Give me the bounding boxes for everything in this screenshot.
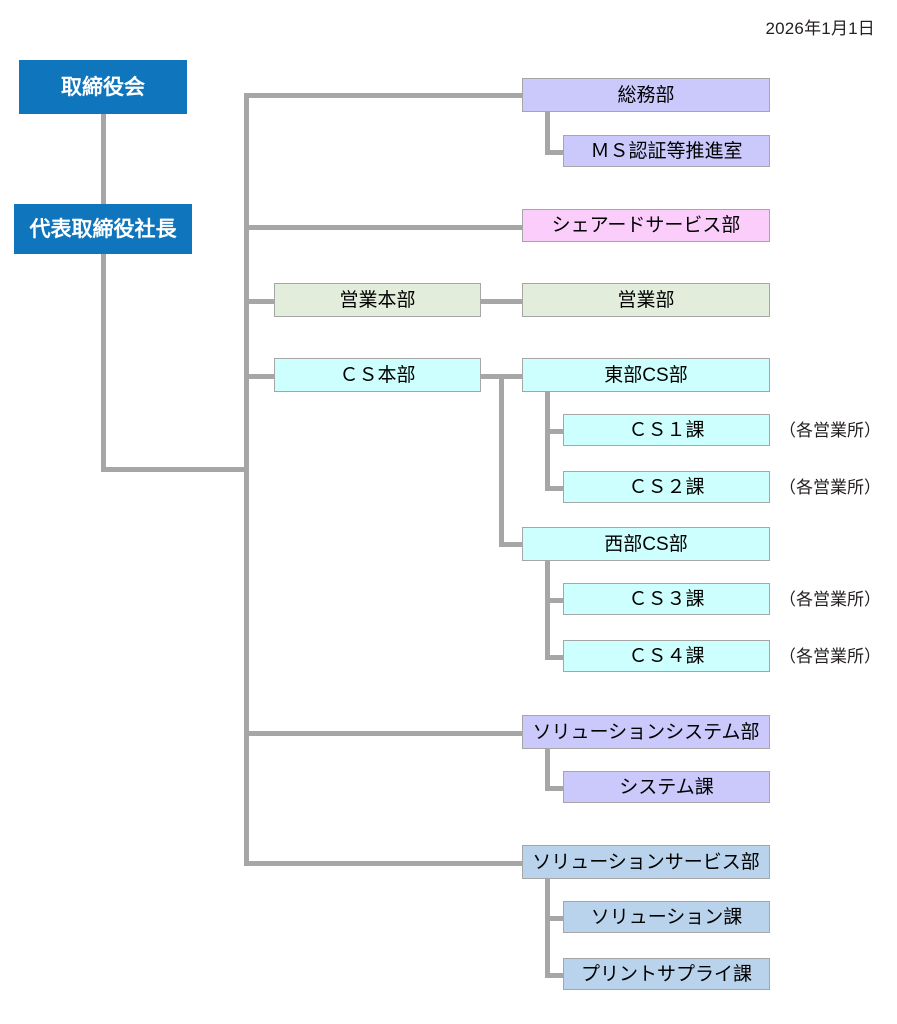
connector-cs-east (499, 374, 526, 379)
node-ms-certification[interactable]: ＭＳ認証等推進室 (563, 135, 770, 167)
node-president[interactable]: 代表取締役社長 (14, 204, 192, 254)
connector-cs-hq-out (478, 374, 504, 379)
connector-trunk-general-affairs (244, 93, 526, 98)
connector-ga-ms-h (545, 150, 567, 155)
connector-trunk-solution-service (244, 861, 526, 866)
annotation-cs4: （各営業所） (779, 647, 881, 666)
node-sales-hq[interactable]: 営業本部 (274, 283, 481, 317)
connector-east-cs2 (545, 486, 567, 491)
connector-trunk-cs-hq (244, 374, 282, 379)
node-shared-service[interactable]: シェアードサービス部 (522, 209, 770, 242)
annotation-cs3: （各営業所） (779, 590, 881, 609)
solution-service-trunk (545, 879, 550, 977)
chart-date: 2026年1月1日 (765, 19, 875, 38)
main-trunk (244, 93, 249, 866)
east-cs-trunk (545, 392, 550, 490)
node-solution-system[interactable]: ソリューションシステム部 (522, 715, 770, 749)
node-west-cs[interactable]: 西部CS部 (522, 527, 770, 561)
node-system-section[interactable]: システム課 (563, 771, 770, 803)
connector-ga-ms-v (545, 112, 550, 154)
connector-solsvc-solution (545, 916, 567, 921)
node-solution-section[interactable]: ソリューション課 (563, 901, 770, 933)
connector-east-cs1 (545, 429, 567, 434)
connector-west-cs4 (545, 655, 567, 660)
west-cs-trunk (545, 561, 550, 659)
node-cs1[interactable]: ＣＳ１課 (563, 414, 770, 446)
node-print-supply[interactable]: プリントサプライ課 (563, 958, 770, 990)
connector-sales-hq-dept (478, 299, 526, 304)
annotation-cs2: （各営業所） (779, 478, 881, 497)
node-cs2[interactable]: ＣＳ２課 (563, 471, 770, 503)
connector-trunk-solution-system (244, 731, 526, 736)
connector-board-president (101, 113, 106, 205)
connector-west-cs3 (545, 598, 567, 603)
node-board[interactable]: 取締役会 (19, 60, 187, 114)
connector-solsys-system-h (545, 786, 567, 791)
connector-trunk-shared-service (244, 225, 526, 230)
connector-solsys-system-v (545, 749, 550, 791)
connector-president-down (101, 252, 106, 472)
node-cs3[interactable]: ＣＳ３課 (563, 583, 770, 615)
annotation-cs1: （各営業所） (779, 421, 881, 440)
connector-president-to-trunk (101, 467, 249, 472)
connector-cs-west (499, 542, 526, 547)
connector-solsvc-print (545, 973, 567, 978)
connector-trunk-sales-hq (244, 299, 282, 304)
node-solution-service[interactable]: ソリューションサービス部 (522, 845, 770, 879)
node-sales-dept[interactable]: 営業部 (522, 283, 770, 317)
cs-hq-trunk (499, 374, 504, 546)
node-cs4[interactable]: ＣＳ４課 (563, 640, 770, 672)
node-general-affairs[interactable]: 総務部 (522, 78, 770, 112)
node-cs-hq[interactable]: ＣＳ本部 (274, 358, 481, 392)
node-east-cs[interactable]: 東部CS部 (522, 358, 770, 392)
